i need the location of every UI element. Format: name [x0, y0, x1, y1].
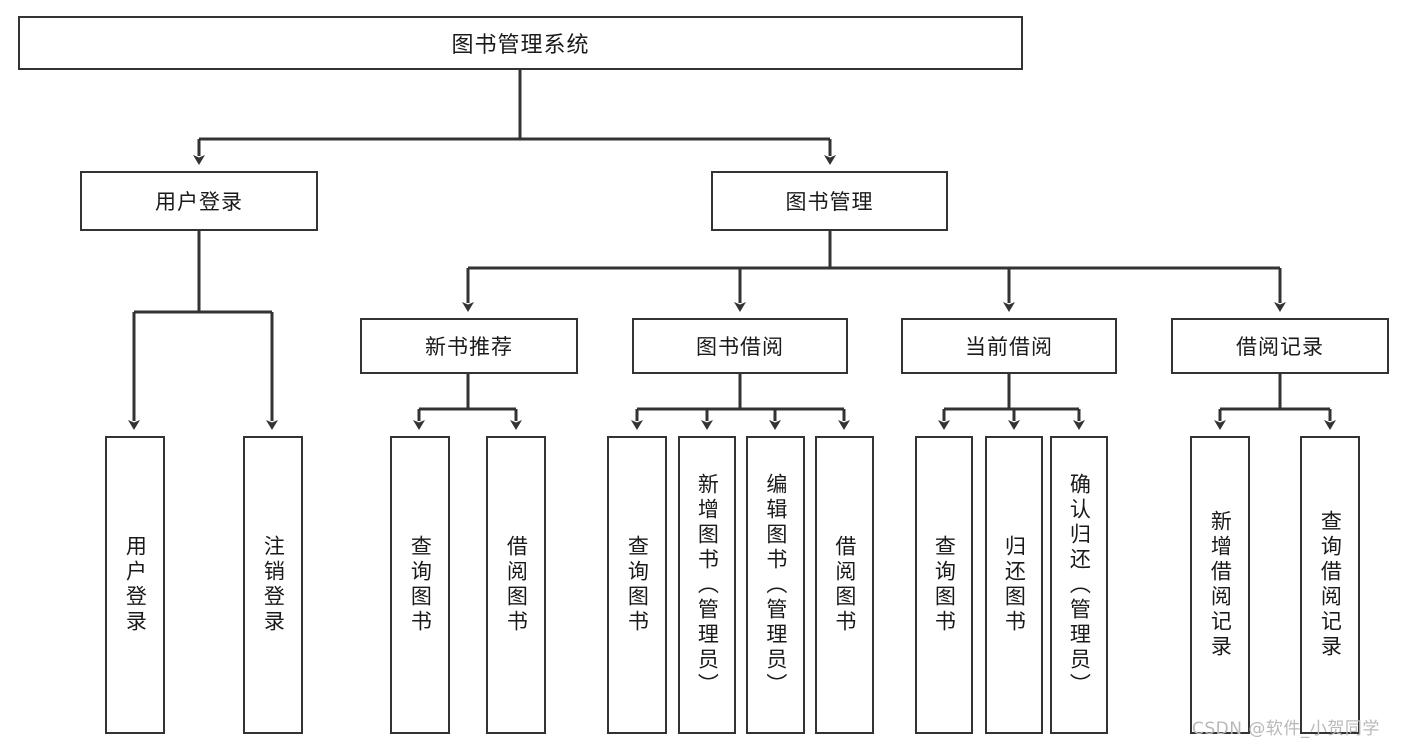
leaf-search-book-newbook[interactable]: 查询图书	[390, 436, 450, 734]
node-root-label: 图书管理系统	[451, 33, 590, 58]
leaf-search-book-borrow[interactable]: 查询图书	[607, 436, 667, 734]
leaf-search-borrow-record-label: 查询借阅记录	[1318, 510, 1343, 660]
leaf-logout[interactable]: 注销登录	[243, 436, 303, 734]
leaf-edit-book-admin-label: 编辑图书（管理员）	[763, 472, 788, 698]
leaf-confirm-return-admin-label: 确认归还（管理员）	[1067, 472, 1092, 698]
node-new-book-recommend[interactable]: 新书推荐	[360, 318, 578, 374]
node-current-borrow-label: 当前借阅	[965, 335, 1053, 359]
node-current-borrow[interactable]: 当前借阅	[901, 318, 1117, 374]
leaf-search-book-current-label: 查询图书	[932, 535, 957, 635]
node-book-borrow[interactable]: 图书借阅	[632, 318, 848, 374]
node-user-login-label: 用户登录	[155, 190, 243, 214]
node-book-management[interactable]: 图书管理	[711, 171, 948, 231]
leaf-user-login[interactable]: 用户登录	[105, 436, 165, 734]
leaf-borrow-book-newbook-label: 借阅图书	[504, 535, 529, 635]
leaf-search-borrow-record[interactable]: 查询借阅记录	[1300, 436, 1360, 734]
leaf-search-book-newbook-label: 查询图书	[408, 535, 433, 635]
leaf-edit-book-admin[interactable]: 编辑图书（管理员）	[746, 436, 805, 734]
leaf-user-login-label: 用户登录	[123, 535, 148, 635]
leaf-borrow-book-newbook[interactable]: 借阅图书	[486, 436, 546, 734]
node-new-book-recommend-label: 新书推荐	[425, 335, 513, 359]
node-borrow-record-label: 借阅记录	[1236, 335, 1324, 359]
leaf-add-borrow-record[interactable]: 新增借阅记录	[1190, 436, 1250, 734]
node-book-management-label: 图书管理	[785, 190, 874, 214]
node-user-login[interactable]: 用户登录	[80, 171, 318, 231]
leaf-borrow-book[interactable]: 借阅图书	[815, 436, 874, 734]
node-borrow-record[interactable]: 借阅记录	[1171, 318, 1389, 374]
leaf-return-book-label: 归还图书	[1002, 535, 1027, 635]
leaf-borrow-book-label: 借阅图书	[832, 535, 857, 635]
node-book-borrow-label: 图书借阅	[696, 335, 784, 359]
leaf-logout-label: 注销登录	[261, 535, 286, 635]
leaf-return-book[interactable]: 归还图书	[985, 436, 1043, 734]
node-root[interactable]: 图书管理系统	[18, 16, 1023, 70]
leaf-add-book-admin[interactable]: 新增图书（管理员）	[678, 436, 736, 734]
leaf-search-book-current[interactable]: 查询图书	[915, 436, 973, 734]
leaf-add-book-admin-label: 新增图书（管理员）	[695, 472, 720, 698]
csdn-watermark: CSDN @软件_小贺同学	[1192, 719, 1380, 739]
leaf-confirm-return-admin[interactable]: 确认归还（管理员）	[1050, 436, 1108, 734]
leaf-search-book-borrow-label: 查询图书	[625, 535, 650, 635]
leaf-add-borrow-record-label: 新增借阅记录	[1208, 510, 1233, 660]
